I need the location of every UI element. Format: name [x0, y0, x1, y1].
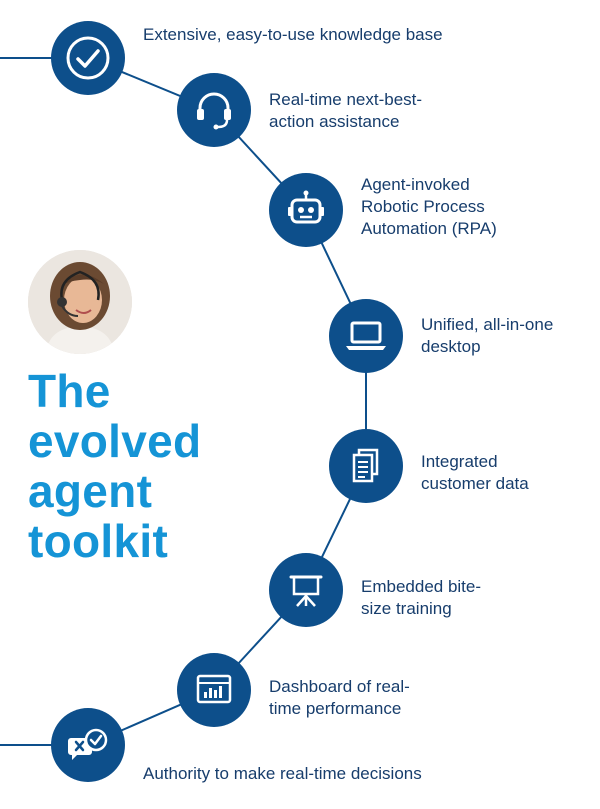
page-title: The evolved agent toolkit: [28, 366, 201, 566]
decision-chat-icon: [68, 728, 108, 760]
title-line-4: toolkit: [28, 515, 169, 567]
step-label-7-line-2: time performance: [269, 699, 402, 718]
agent-photo: [28, 250, 132, 354]
step-node-4: [329, 299, 403, 373]
step-label-8: Authority to make real-time decisions: [143, 764, 422, 783]
step-node-5: [329, 429, 403, 503]
step-label-5-line-1: Integrated: [421, 452, 498, 471]
step-label-2: Real-time next-best- action assistance: [269, 89, 422, 133]
laptop-icon: [346, 321, 386, 350]
step-label-3-line-3: Automation (RPA): [361, 219, 497, 238]
documents-icon: [352, 448, 379, 483]
dashboard-icon: [196, 674, 232, 704]
step-label-5-line-2: customer data: [421, 474, 529, 493]
checkmark-icon: [66, 36, 110, 80]
step-node-2: [177, 73, 251, 147]
step-label-2-line-2: action assistance: [269, 112, 400, 131]
step-node-3: [269, 173, 343, 247]
title-line-1: The: [28, 365, 111, 417]
step-label-6-line-2: size training: [361, 599, 452, 618]
step-label-5: Integrated customer data: [421, 451, 529, 495]
title-line-2: evolved: [28, 415, 202, 467]
presentation-easel-icon: [289, 575, 323, 607]
step-label-3: Agent-invoked Robotic Process Automation…: [361, 174, 497, 240]
step-label-7: Dashboard of real- time performance: [269, 676, 410, 720]
robot-icon: [288, 190, 324, 224]
step-label-3-line-2: Robotic Process: [361, 197, 485, 216]
title-line-3: agent: [28, 465, 153, 517]
step-node-6: [269, 553, 343, 627]
step-label-6-line-1: Embedded bite-: [361, 577, 482, 596]
step-label-4: Unified, all-in-one desktop: [421, 314, 553, 358]
step-label-7-line-1: Dashboard of real-: [269, 677, 410, 696]
step-node-1: [51, 21, 125, 95]
step-label-2-line-1: Real-time next-best-: [269, 90, 423, 109]
step-label-3-line-1: Agent-invoked: [361, 175, 470, 194]
step-label-4-line-1: Unified, all-in-one: [421, 315, 554, 334]
step-label-1: Extensive, easy-to-use knowledge base: [143, 25, 443, 44]
step-label-4-line-2: desktop: [421, 337, 481, 356]
headset-icon: [197, 92, 231, 130]
step-node-7: [177, 653, 251, 727]
step-node-8: [51, 708, 125, 782]
step-label-6: Embedded bite- size training: [361, 576, 481, 620]
